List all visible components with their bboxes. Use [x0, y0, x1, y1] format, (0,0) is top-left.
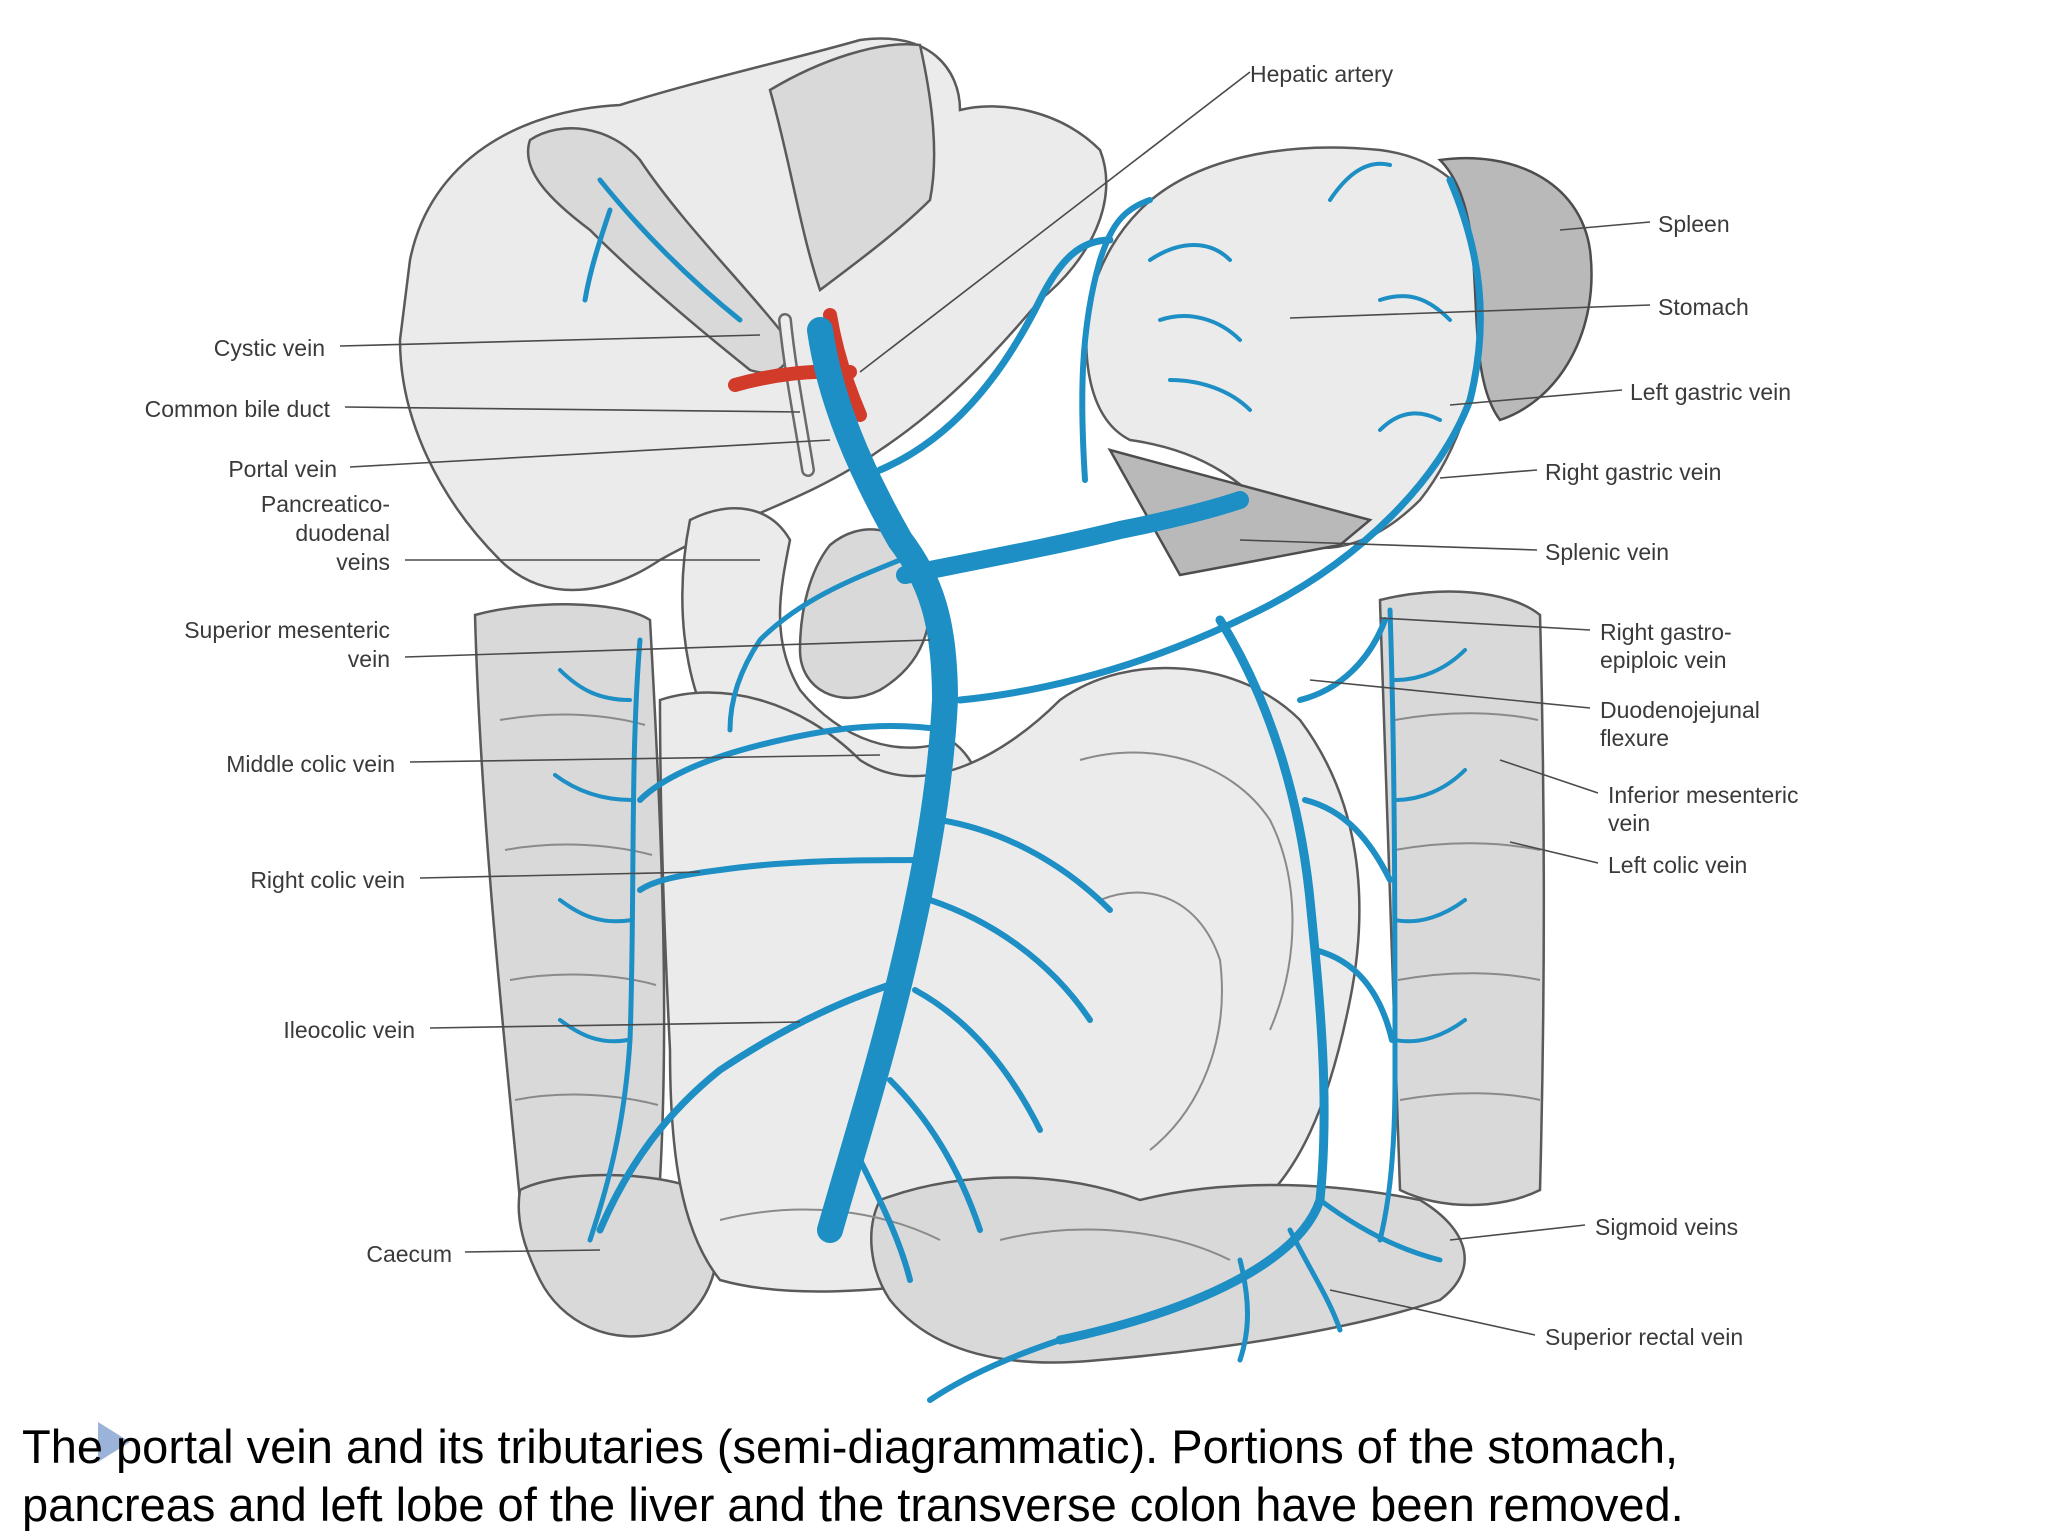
label-pancreatico-2: duodenal	[295, 520, 390, 546]
colon-fold-2	[504, 843, 653, 856]
stomach-cut	[1107, 448, 1373, 577]
leader-superior-mesenteric	[404, 639, 931, 658]
leader-caecum	[464, 1249, 601, 1253]
label-right-gastroepiploic-1: Right gastro-	[1600, 619, 1732, 645]
splenic-vein	[896, 491, 1249, 584]
leader-duodenojejunal	[1309, 679, 1591, 709]
leader-right-gastroepiploic	[1379, 617, 1591, 631]
leader-stomach	[1289, 304, 1651, 319]
label-hepatic-artery: Hepatic artery	[1250, 61, 1394, 87]
caecum-shape	[517, 1173, 719, 1338]
dcolon-fold-4	[1399, 1092, 1541, 1101]
leader-spleen	[1559, 221, 1651, 231]
right-marginal-vein	[587, 637, 643, 1243]
pancreaticoduodenal-vessel	[727, 557, 903, 733]
label-duodenojejunal-2: flexure	[1600, 725, 1669, 751]
label-middle-colic-vein: Middle colic vein	[226, 751, 395, 777]
caption-line-2: pancreas and left lobe of the liver and …	[22, 1478, 1684, 1531]
label-left-colic-vein: Left colic vein	[1608, 852, 1747, 878]
label-right-gastric-vein: Right gastric vein	[1545, 459, 1721, 485]
leader-middle-colic	[409, 754, 881, 763]
label-common-bile-duct: Common bile duct	[145, 396, 331, 422]
dcolon-fold-2	[1394, 842, 1541, 851]
dcolon-fold-1	[1394, 712, 1539, 721]
leader-left-colic	[1509, 841, 1599, 864]
label-inferior-mesenteric-1: Inferior mesenteric	[1608, 782, 1798, 808]
sigmoid-colon	[870, 1176, 1466, 1364]
label-duodenojejunal-1: Duodenojejunal	[1600, 697, 1760, 723]
colon-fold-1	[499, 713, 646, 726]
leader-lines	[339, 71, 1651, 1336]
label-spleen: Spleen	[1658, 211, 1730, 237]
stomach	[1085, 146, 1493, 549]
label-right-gastroepiploic-2: epiploic vein	[1600, 647, 1727, 673]
label-sigmoid-veins: Sigmoid veins	[1595, 1214, 1738, 1240]
leader-right-gastric	[1439, 469, 1538, 479]
colon-branches-left	[1393, 648, 1467, 1044]
leader-ileocolic	[429, 1021, 801, 1029]
descending-colon	[1378, 590, 1545, 1207]
portal-vein-trunk	[807, 317, 958, 1243]
label-superior-mesenteric-1: Superior mesenteric	[184, 617, 390, 643]
labels: Hepatic artery Spleen Stomach Left gastr…	[145, 61, 1799, 1350]
leader-sigmoid	[1449, 1224, 1586, 1241]
label-ileocolic-vein: Ileocolic vein	[283, 1017, 415, 1043]
caption-line-1: The portal vein and its tributaries (sem…	[22, 1420, 1679, 1473]
intestine-fold-2	[1099, 891, 1223, 1151]
label-superior-mesenteric-2: vein	[348, 646, 390, 672]
liver-fold	[768, 43, 936, 293]
leader-left-gastric	[1449, 389, 1623, 406]
label-caecum: Caecum	[366, 1241, 452, 1267]
colon-branches-right	[553, 668, 634, 1044]
label-pancreatico-3: veins	[336, 549, 390, 575]
intestine-fold-1	[1079, 751, 1294, 1031]
label-portal-vein: Portal vein	[228, 456, 337, 482]
colon-fold-3	[509, 973, 657, 986]
left-colic-vessel	[1297, 617, 1395, 1043]
stomach-branches	[1148, 161, 1452, 432]
leader-cystic	[339, 334, 761, 347]
label-splenic-vein: Splenic vein	[1545, 539, 1669, 565]
gastric-arc	[1079, 197, 1153, 483]
leader-hepatic-artery	[859, 71, 1251, 373]
gastroepiploic-arc	[956, 176, 1484, 704]
leader-inferior-mesenteric	[1499, 759, 1599, 794]
sigmoid-vessels	[1237, 1197, 1443, 1363]
cystic-vessel	[582, 177, 743, 323]
label-superior-rectal-vein: Superior rectal vein	[1545, 1324, 1743, 1350]
leader-splenic-vein	[1239, 539, 1538, 551]
label-cystic-vein: Cystic vein	[214, 335, 325, 361]
label-pancreatico-1: Pancreatico-	[261, 491, 390, 517]
small-intestine	[658, 666, 1361, 1293]
veins-layer	[553, 161, 1484, 1403]
leader-right-colic	[419, 871, 701, 879]
leader-portal-vein	[349, 439, 831, 468]
right-colic-vessel	[637, 857, 938, 893]
figure-caption: The portal vein and its tributaries (sem…	[22, 1418, 2002, 1534]
label-inferior-mesenteric-2: vein	[1608, 810, 1650, 836]
intestine-fold-4	[999, 1228, 1231, 1261]
leader-common-bile-duct	[344, 406, 801, 413]
colon-fold-4	[514, 1093, 659, 1106]
ileocolic-vessel	[596, 976, 909, 1234]
jejunal-branches	[857, 817, 1113, 1283]
left-gastric-vessel	[876, 236, 1114, 474]
dcolon-fold-3	[1397, 972, 1541, 981]
leader-superior-rectal	[1329, 1289, 1536, 1336]
slide-bullet-icon	[98, 1422, 130, 1462]
common-bile-duct-fill	[780, 315, 813, 475]
label-right-colic-vein: Right colic vein	[250, 867, 405, 893]
organs-layer	[398, 37, 1593, 1364]
inferior-mesenteric-vessel	[1055, 615, 1329, 1345]
label-stomach: Stomach	[1658, 294, 1749, 320]
superior-rectal-vessel	[927, 1337, 1063, 1403]
left-marginal-vein	[1377, 607, 1398, 1243]
middle-colic-vessel	[637, 722, 948, 803]
label-left-gastric-vein: Left gastric vein	[1630, 379, 1791, 405]
